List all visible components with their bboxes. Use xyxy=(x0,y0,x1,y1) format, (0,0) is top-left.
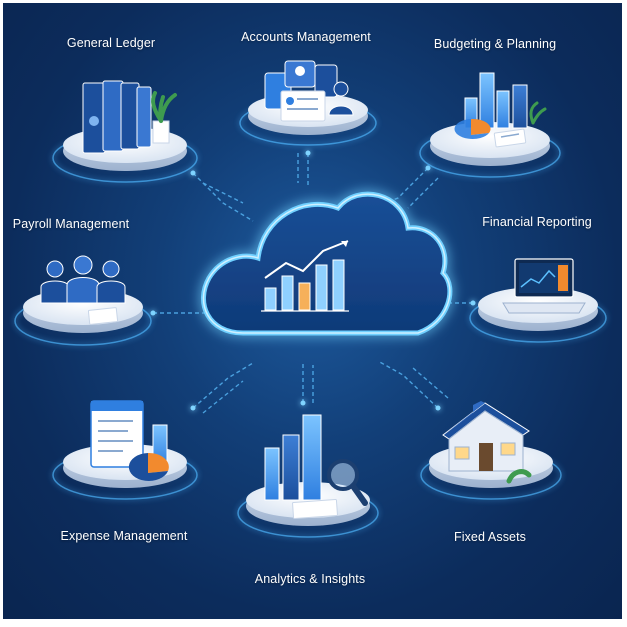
platform-budgeting-planning xyxy=(419,72,561,178)
platform-financial-reporting xyxy=(469,258,607,343)
diagram-svg xyxy=(14,60,607,538)
employees-icon xyxy=(40,255,126,325)
bar-pie-chart-icon xyxy=(454,72,547,148)
connector-nodes xyxy=(150,150,476,411)
platform-analytics-insights xyxy=(237,414,379,538)
label-payroll-management: Payroll Management xyxy=(12,217,130,231)
platform-general-ledger xyxy=(52,80,198,183)
platform-expense-management xyxy=(52,400,198,500)
diagram-canvas: General Ledger Accounts Management Budge… xyxy=(3,3,622,619)
label-accounts-management: Accounts Management xyxy=(241,30,371,44)
platform-fixed-assets xyxy=(420,401,562,500)
cloud-icon xyxy=(201,191,453,336)
laptop-report-icon xyxy=(502,258,586,314)
platform-payroll-management xyxy=(14,255,152,346)
label-expense-management: Expense Management xyxy=(60,529,188,543)
platform-accounts-management xyxy=(239,60,377,146)
label-analytics-insights: Analytics & Insights xyxy=(254,572,366,586)
cloud-chart-icon xyxy=(261,240,349,312)
central-cloud xyxy=(201,191,453,336)
connector-lines xyxy=(153,153,473,414)
label-general-ledger: General Ledger xyxy=(66,36,156,50)
label-financial-reporting: Financial Reporting xyxy=(482,215,592,229)
label-fixed-assets: Fixed Assets xyxy=(453,530,527,544)
house-icon xyxy=(442,401,532,484)
binders-plant-icon xyxy=(82,80,177,154)
label-budgeting-planning: Budgeting & Planning xyxy=(433,37,557,51)
receipt-pie-icon xyxy=(90,400,169,481)
user-profiles-icon xyxy=(264,60,354,122)
bars-magnifier-icon xyxy=(264,414,368,519)
